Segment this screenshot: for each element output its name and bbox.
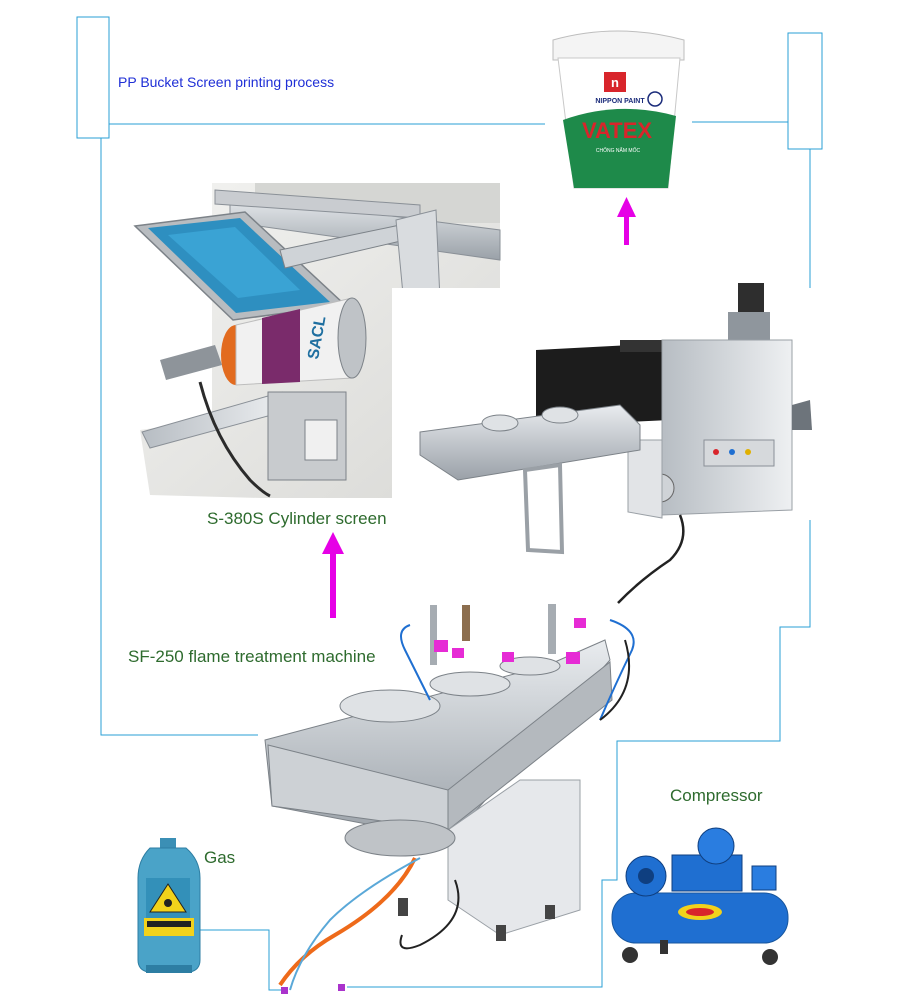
bucket-brand: NIPPON PAINT bbox=[595, 98, 645, 105]
gas-cylinder bbox=[137, 838, 201, 973]
air-compressor bbox=[611, 827, 789, 965]
flame-treatment-machine bbox=[264, 604, 635, 991]
uv-dryer bbox=[392, 283, 822, 604]
bucket-subtitle: CHỐNG NẤM MỐC bbox=[596, 147, 641, 154]
flow-arrows bbox=[281, 197, 636, 994]
flame-machine-label: SF-250 flame treatment machine bbox=[128, 647, 376, 666]
title-bracket bbox=[76, 16, 110, 139]
compressor-label: Compressor bbox=[670, 786, 763, 805]
gas-label: Gas bbox=[204, 848, 236, 867]
nippon-logo bbox=[604, 72, 626, 92]
vatex-bucket: n NIPPON PAINT VATEX CHỐNG NẤM MỐC bbox=[552, 30, 685, 189]
junction-marker-compressor bbox=[338, 984, 345, 991]
cylinder-screen-label: S-380S Cylinder screen bbox=[207, 509, 387, 528]
svg-text:n: n bbox=[611, 75, 619, 90]
junction-marker-gas bbox=[281, 987, 288, 994]
badge-icon bbox=[647, 91, 663, 107]
arrow-to-bucket bbox=[617, 197, 636, 245]
arrow-to-cylinder-screen bbox=[322, 532, 344, 618]
cylinder-screen-printer: SACL bbox=[133, 183, 501, 498]
connector-lines bbox=[76, 16, 823, 991]
bucket-product: VATEX bbox=[582, 118, 652, 143]
process-title: PP Bucket Screen printing process bbox=[118, 74, 335, 90]
right-bracket bbox=[787, 32, 823, 150]
